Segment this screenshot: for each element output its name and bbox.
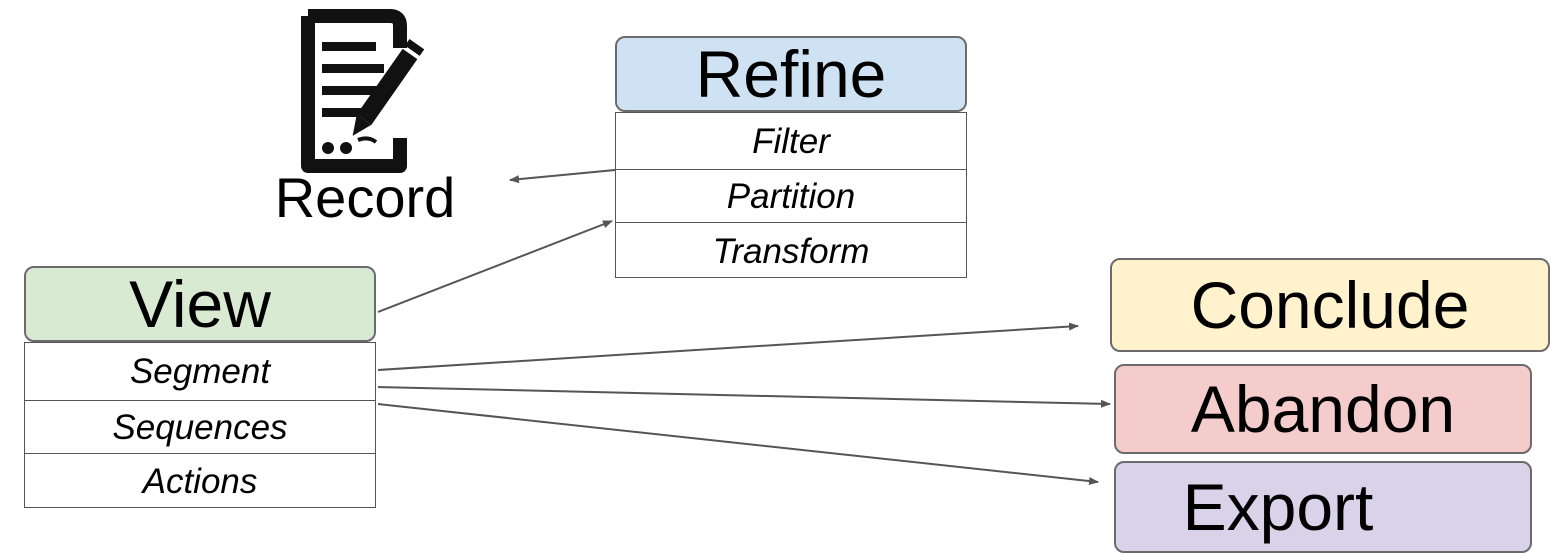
view-title: View xyxy=(129,267,271,341)
refine-item-filter: Filter xyxy=(752,121,830,161)
export-label: Export xyxy=(1182,470,1374,544)
view-item-sequences: Sequences xyxy=(25,400,375,454)
view-item-segment: Segment xyxy=(129,352,271,391)
arrow-view-to-abandon xyxy=(377,386,1111,408)
view-header: View xyxy=(24,266,376,342)
refine-header: Refine xyxy=(615,36,967,112)
refine-item-transform: Transform xyxy=(616,222,966,279)
arrow-view-to-conclude xyxy=(377,322,1079,371)
refine-item-partition: Partition xyxy=(616,169,966,223)
record-label: Record xyxy=(274,166,456,229)
arrow-view-to-refine xyxy=(377,220,613,313)
view-item-actions: Actions xyxy=(25,453,375,509)
conclude-label: Conclude xyxy=(1190,268,1470,342)
abandon-box: Abandon xyxy=(1114,364,1532,454)
refine-title: Refine xyxy=(695,37,887,111)
abandon-label: Abandon xyxy=(1190,372,1456,446)
arrow-view-to-export xyxy=(377,403,1099,486)
refine-list: Filter Partition Transform xyxy=(615,112,967,278)
export-box: Export xyxy=(1114,461,1532,553)
conclude-box: Conclude xyxy=(1110,258,1550,352)
view-list: Segment Sequences Actions xyxy=(24,342,376,508)
document-sign-icon xyxy=(298,8,458,178)
arrow-refine-to-record xyxy=(509,169,616,184)
